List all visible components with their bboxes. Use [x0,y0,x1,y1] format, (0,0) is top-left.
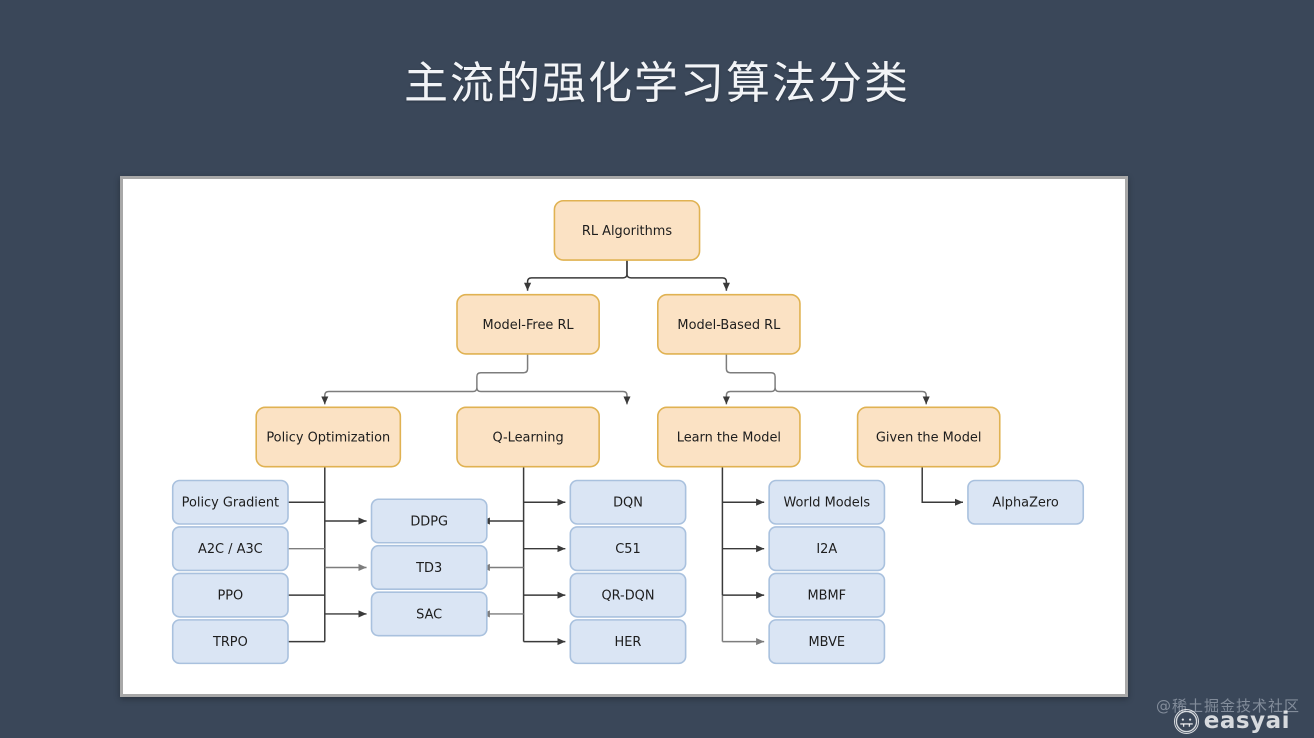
edge-gm-to-alphazero [921,463,963,506]
node-box-model_based [657,293,801,355]
edge-mf-stem [476,353,529,388]
node-trpo[interactable]: TRPO [171,619,289,665]
node-label-trpo: TRPO [212,635,248,650]
node-box-policy_gradient [171,479,289,525]
node-box-mbmf [768,572,886,618]
node-box-c51 [569,526,687,572]
watermark-easyai-text: easyai [1203,708,1290,734]
node-label-a2c_a3c: A2C / A3C [198,542,263,557]
node-box-policy_opt [255,406,402,468]
node-policy_gradient[interactable]: Policy Gradient [171,479,289,525]
node-label-qr_dqn: QR-DQN [601,589,654,604]
node-box-a2c_a3c [171,526,289,572]
node-alphazero[interactable]: AlphaZero [967,479,1085,525]
edge-mb-to-learn-model [722,387,776,405]
node-a2c_a3c[interactable]: A2C / A3C [171,526,289,572]
node-label-alphazero: AlphaZero [992,496,1059,511]
node-qr_dqn[interactable]: QR-DQN [569,572,687,618]
node-box-i2a [768,526,886,572]
node-q_learning[interactable]: Q-Learning [456,406,600,468]
node-box-given_model [856,406,1001,468]
node-learn_model[interactable]: Learn the Model [657,406,801,468]
node-label-world_models: World Models [783,496,870,511]
node-given_model[interactable]: Given the Model [856,406,1001,468]
node-ppo[interactable]: PPO [171,572,289,618]
node-rl_algorithms[interactable]: RL Algorithms [553,199,701,261]
node-model_based[interactable]: Model-Based RL [657,293,801,355]
node-box-model_free [456,293,600,355]
node-dqn[interactable]: DQN [569,479,687,525]
node-label-ddpg: DDPG [410,515,448,530]
edge-mf-to-q-learning [476,387,631,405]
node-box-td3 [370,544,488,591]
node-label-q_learning: Q-Learning [492,431,563,446]
node-box-learn_model [657,406,801,468]
node-label-mbve: MBVE [808,635,845,650]
node-label-policy_opt: Policy Optimization [266,431,390,446]
node-label-model_free: Model-Free RL [483,318,575,333]
node-policy_opt[interactable]: Policy Optimization [255,406,402,468]
node-box-sac [370,591,488,637]
edge-rl-to-model-free [523,260,628,291]
edge-mb-stem [725,353,776,388]
node-c51[interactable]: C51 [569,526,687,572]
node-label-c51: C51 [615,542,640,557]
node-label-i2a: I2A [816,542,837,557]
node-label-td3: TD3 [415,561,442,576]
node-box-world_models [768,479,886,525]
node-td3[interactable]: TD3 [370,544,488,591]
node-label-learn_model: Learn the Model [677,431,781,446]
node-label-given_model: Given the Model [876,431,982,446]
node-label-model_based: Model-Based RL [677,318,781,333]
node-model_free[interactable]: Model-Free RL [456,293,600,355]
node-box-trpo [171,619,289,665]
node-box-alphazero [967,479,1085,525]
node-label-her: HER [615,635,642,650]
node-mbve[interactable]: MBVE [768,619,886,665]
node-label-rl_algorithms: RL Algorithms [582,224,673,239]
node-mbmf[interactable]: MBMF [768,572,886,618]
node-box-ppo [171,572,289,618]
node-label-mbmf: MBMF [807,589,846,604]
node-ddpg[interactable]: DDPG [370,498,488,544]
node-box-q_learning [456,406,600,468]
easyai-circle-logo-icon [1173,708,1199,734]
edge-mb-to-given-model [774,387,930,405]
node-box-ddpg [370,498,488,544]
node-label-sac: SAC [416,607,442,622]
node-box-rl_algorithms [553,199,701,261]
edge-rl-to-model-based [626,260,730,291]
node-label-ppo: PPO [217,589,243,604]
node-label-dqn: DQN [613,496,643,511]
node-box-mbve [768,619,886,665]
node-box-qr_dqn [569,572,687,618]
watermark-easyai: easyai [1173,708,1290,734]
node-world_models[interactable]: World Models [768,479,886,525]
node-i2a[interactable]: I2A [768,526,886,572]
node-her[interactable]: HER [569,619,687,665]
node-box-dqn [569,479,687,525]
connector-layer [262,260,963,646]
page-title: 主流的强化学习算法分类 [404,58,910,109]
node-sac[interactable]: SAC [370,591,488,637]
node-box-her [569,619,687,665]
edge-mf-to-policy-opt [321,387,478,405]
node-label-policy_gradient: Policy Gradient [182,496,279,511]
